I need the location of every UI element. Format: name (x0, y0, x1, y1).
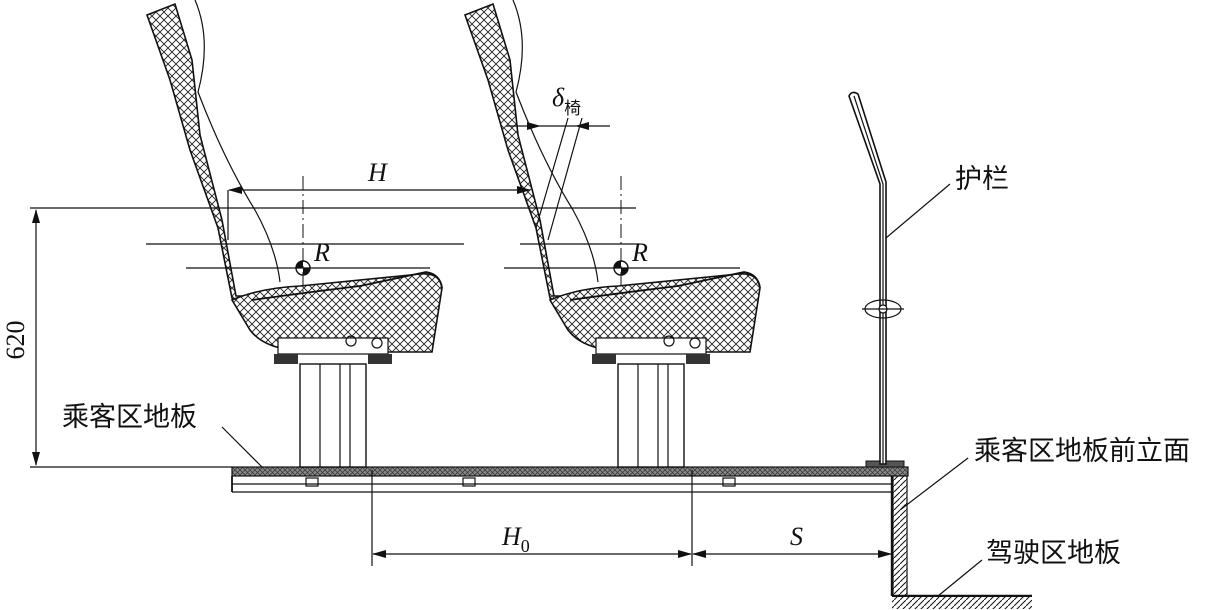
driver-floor (892, 594, 1032, 609)
label-H0: H0 (501, 522, 530, 556)
leader-floor-front-face (899, 457, 969, 511)
guardrail (848, 91, 904, 465)
floor-front-face (890, 475, 908, 599)
label-H: H (367, 158, 388, 187)
label-H0-main: H (501, 522, 522, 551)
label-R-rear: R (313, 238, 330, 267)
label-delta-symbol: δ (552, 83, 565, 112)
label-floor-front-face: 乘客区地板前立面 (974, 436, 1190, 467)
leader-driver-floor (937, 559, 983, 597)
label-driver-floor: 驾驶区地板 (986, 538, 1121, 569)
label-passenger-floor: 乘客区地板 (62, 402, 197, 433)
seat-front (463, 0, 761, 468)
label-R-front: R (631, 238, 648, 267)
leader-guardrail (885, 183, 951, 239)
label-delta-sub: 椅 (564, 99, 581, 119)
leader-passenger-floor (221, 426, 263, 468)
reference-lines (30, 176, 740, 566)
seat-rear (145, 0, 443, 468)
dimension-delta (506, 117, 610, 241)
label-delta-seat: δ椅 (552, 83, 581, 119)
label-height-620: 620 (1, 321, 30, 360)
label-guardrail: 护栏 (955, 164, 1009, 195)
label-H0-sub: 0 (521, 536, 530, 556)
label-S: S (790, 522, 803, 551)
